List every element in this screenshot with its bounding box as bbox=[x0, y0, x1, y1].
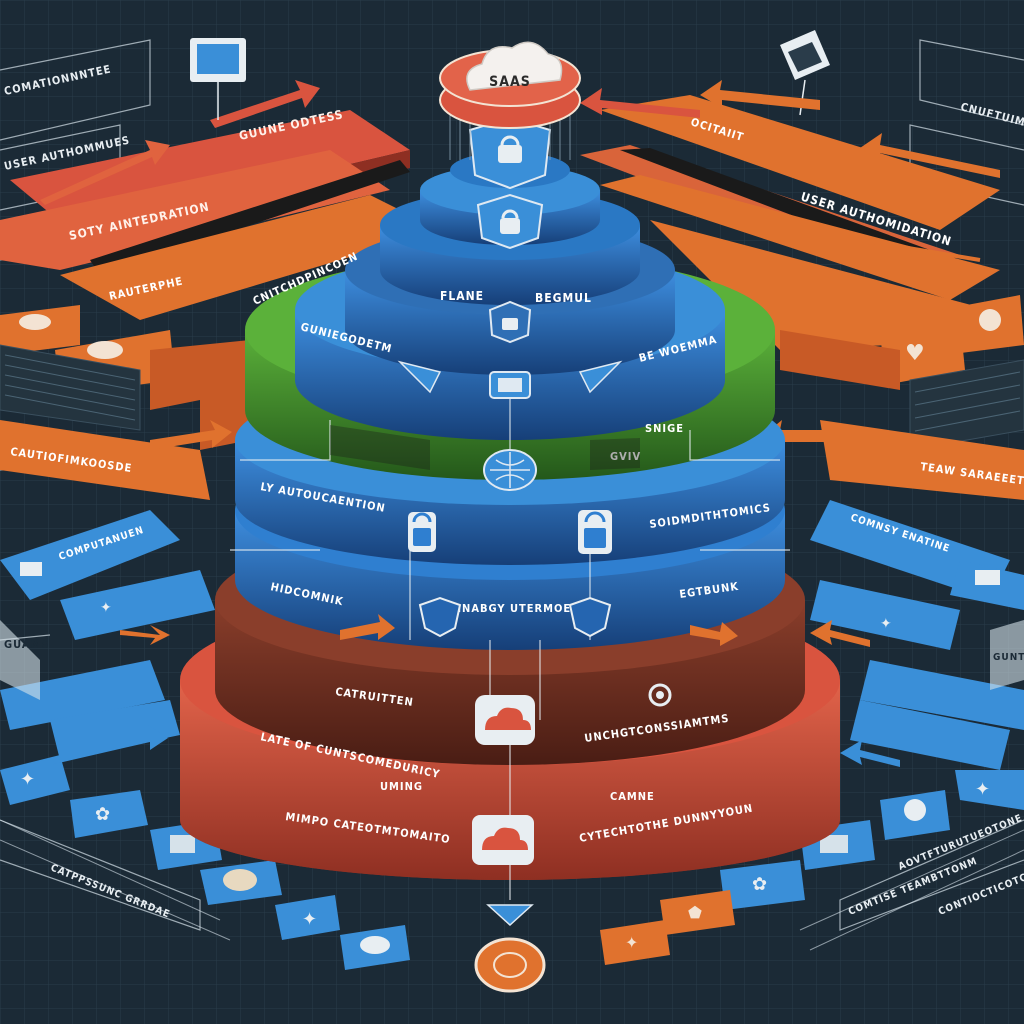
right-orange-banner bbox=[600, 95, 1000, 230]
arrow-down-icon bbox=[486, 904, 534, 927]
right-server-block bbox=[909, 359, 1024, 451]
arrow-icon bbox=[690, 622, 738, 646]
left-blue-box bbox=[60, 570, 215, 640]
seal-icon: ⬟ bbox=[688, 903, 702, 922]
cloud-label: SAAS bbox=[489, 74, 531, 90]
right-orange-box: ♥ bbox=[880, 320, 965, 385]
bird-icon: ✦ bbox=[975, 779, 990, 800]
right-blue-box bbox=[850, 700, 1010, 770]
seal-icon bbox=[223, 869, 257, 891]
shield-icon bbox=[418, 596, 612, 638]
tier-label: CAMNE bbox=[610, 790, 655, 803]
bird-icon: ✿ bbox=[95, 804, 110, 825]
arrow-icon bbox=[860, 133, 1000, 178]
lock-icon bbox=[488, 300, 532, 344]
goblet-icon: ♥ bbox=[905, 341, 925, 366]
monitor-icon bbox=[975, 570, 1000, 585]
left-blue-box bbox=[50, 700, 180, 760]
gear-icon: ✦ bbox=[100, 600, 112, 616]
arrow-icon bbox=[580, 88, 700, 118]
left-orange-banner bbox=[60, 195, 440, 320]
globe-icon bbox=[483, 449, 537, 491]
right-orange-tile bbox=[600, 920, 670, 965]
dish-icon bbox=[19, 314, 51, 330]
arrow-icon bbox=[340, 614, 395, 640]
tier-label: BEGMUL bbox=[535, 291, 592, 305]
badge-icon bbox=[360, 936, 390, 954]
arrow-icon bbox=[578, 360, 623, 394]
right-banner-label: GUNTRBLURE bbox=[993, 652, 1024, 663]
right-orange-tile bbox=[660, 890, 735, 935]
left-banner-label: GUAMS bbox=[4, 638, 49, 651]
left-slot bbox=[90, 160, 410, 275]
arrow-icon bbox=[50, 725, 168, 765]
dish-icon bbox=[87, 341, 123, 359]
tier-label: UMING bbox=[380, 780, 423, 793]
satellite-icon bbox=[780, 30, 830, 116]
flower-icon: ✿ bbox=[752, 874, 767, 895]
arrow-icon bbox=[840, 740, 900, 767]
arrow-icon bbox=[700, 80, 820, 110]
monitor-icon bbox=[190, 38, 246, 120]
arrow-icon bbox=[40, 140, 170, 205]
gear-icon bbox=[979, 309, 1001, 331]
lock-icon bbox=[578, 510, 612, 554]
left-blue-box: COMPUTANUEN bbox=[0, 510, 180, 600]
document-icon bbox=[820, 835, 848, 853]
saas-cloud: SAAS bbox=[439, 41, 581, 160]
right-orange-banner bbox=[650, 220, 1000, 350]
left-blue-tile bbox=[70, 790, 148, 838]
right-orange-banner bbox=[820, 420, 1024, 500]
left-blue-box bbox=[0, 660, 165, 730]
tier-label: AUINABGY UTERMOETION bbox=[440, 602, 602, 615]
lock-icon bbox=[408, 512, 436, 552]
right-panel: CNUFTUIMINDDN OCITAIIT USER AUTHOMIDATIO… bbox=[580, 30, 1024, 965]
left-server-block bbox=[0, 344, 141, 431]
monitor-icon bbox=[20, 562, 42, 576]
left-orange-banner bbox=[0, 420, 210, 500]
shield-icon bbox=[904, 799, 926, 821]
cloud-lock-icon bbox=[475, 695, 535, 745]
left-blue-tile bbox=[0, 755, 70, 805]
arrow-icon bbox=[397, 360, 442, 394]
tier-label: FLANE bbox=[440, 289, 484, 303]
right-blue-box bbox=[810, 580, 960, 650]
right-blue-tile bbox=[720, 860, 805, 910]
monitor-icon bbox=[489, 371, 531, 399]
bird-icon: ✦ bbox=[302, 909, 317, 930]
left-orange-box bbox=[0, 305, 80, 355]
gear-icon: ✦ bbox=[625, 933, 638, 952]
arrow-icon bbox=[150, 420, 232, 450]
document-icon bbox=[170, 835, 195, 853]
arrow-icon bbox=[120, 625, 170, 645]
right-blue-tile bbox=[955, 770, 1024, 810]
gear-icon bbox=[648, 683, 672, 707]
tier-label: SNIGE bbox=[645, 422, 684, 435]
arrow-icon bbox=[210, 80, 320, 128]
right-orange-banner bbox=[600, 175, 1000, 300]
bird-icon: ✦ bbox=[20, 769, 35, 790]
tier-label: GVIV bbox=[610, 450, 641, 463]
right-blue-box bbox=[860, 660, 1024, 730]
tier-stack: FLANE BEGMUL GUNIEGODETM BE WOEMMA CNITC… bbox=[180, 116, 840, 993]
arrow-icon bbox=[810, 620, 870, 647]
cloud-icon bbox=[466, 41, 563, 91]
seal-icon bbox=[474, 937, 546, 993]
gear-icon: ✦ bbox=[880, 616, 892, 632]
left-red-banner bbox=[0, 150, 390, 270]
lock-icon bbox=[468, 116, 552, 190]
cloud-lock-icon bbox=[472, 815, 534, 865]
lock-icon bbox=[476, 193, 544, 250]
left-blue-tile bbox=[275, 895, 340, 940]
